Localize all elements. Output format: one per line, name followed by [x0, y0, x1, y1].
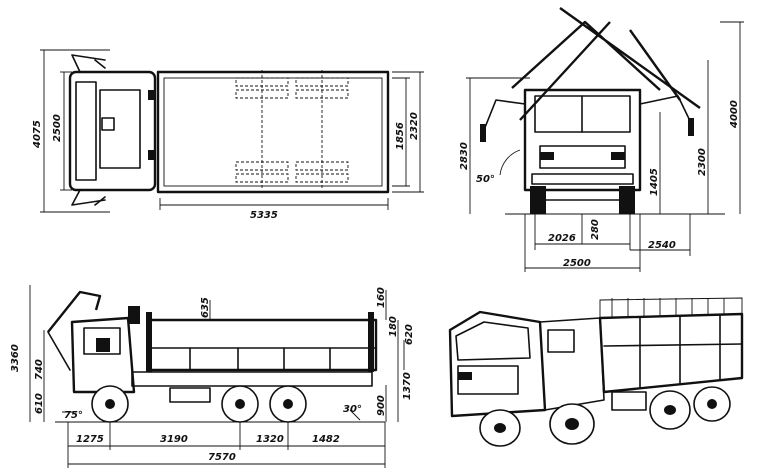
- side-view: 3360 740 610 75° 30° 635 160 180 620 137…: [10, 285, 415, 468]
- dim-wheelbase-front: 3190: [160, 434, 188, 445]
- dim-board-top-right: 160: [376, 287, 387, 308]
- dim-width-total-front: 2500: [563, 258, 591, 269]
- perspective-wheels: [479, 386, 731, 447]
- dim-front-overhang: 1275: [76, 434, 104, 445]
- dim-height-max: 4000: [729, 100, 740, 129]
- cab-plan: [68, 70, 157, 192]
- platform-mesh-top: [599, 297, 743, 319]
- chassis-frame: [131, 371, 373, 387]
- cab-front: [523, 88, 642, 192]
- bumper-front: [531, 173, 634, 185]
- dim-width-total: 4075: [32, 120, 43, 149]
- platform-stakes: [189, 347, 331, 371]
- exhaust-stack: [128, 306, 140, 324]
- dim-platform-outer: 2320: [409, 112, 420, 140]
- dim-length-platform: 5335: [250, 210, 278, 221]
- angle-marks: [62, 409, 361, 421]
- headlight-left: [540, 152, 554, 160]
- mirror-left: [480, 124, 486, 142]
- tipped-platform-outline: [511, 7, 701, 109]
- dim-height-cab-base: 740: [34, 359, 45, 380]
- mirror-arms-plan: [71, 54, 106, 206]
- cab-side-window: [83, 327, 121, 355]
- side-view-dimensions: [29, 285, 405, 468]
- mirrors-plan: [94, 59, 106, 206]
- dim-departure-angle: 30°: [343, 404, 362, 415]
- headlight-right: [611, 152, 625, 160]
- driver-silhouette: [96, 338, 110, 352]
- rear-board-post: [368, 312, 374, 372]
- dim-length-total: 7570: [208, 452, 236, 463]
- front-view: 2830 50° 1405 2300 4000 2026 280 2540 25…: [459, 7, 744, 272]
- cab-perspective: [448, 310, 547, 418]
- dim-platform-height: 1370: [402, 372, 413, 400]
- dim-board-top: 635: [200, 297, 211, 318]
- dim-board-side: 620: [404, 324, 415, 345]
- dim-width-mirrors: 2540: [648, 240, 676, 251]
- dim-height-cab-raised: 3360: [10, 344, 21, 372]
- cab-side: [70, 316, 136, 394]
- front-view-dimensions: [466, 21, 744, 272]
- tipping-angle-arc: [499, 149, 521, 176]
- dim-track: 2026: [548, 233, 576, 244]
- dim-height-frame: 610: [34, 393, 45, 414]
- dim-rear-overhang: 1482: [312, 434, 340, 445]
- top-view: 4075 2500 5335 1856 2320: [32, 49, 424, 221]
- cab-detail-2: [148, 150, 156, 160]
- platform-mesh-hatch: [611, 298, 725, 318]
- platform-slats: [603, 314, 743, 389]
- front-board-post: [146, 312, 152, 372]
- fuel-tank: [169, 387, 211, 403]
- headlight-perspective: [458, 372, 472, 380]
- dim-tipping-angle: 50°: [476, 174, 495, 185]
- dim-rear-overhang-height: 900: [376, 395, 387, 416]
- dim-height-cab: 2830: [459, 142, 470, 170]
- dim-approach-angle: 75°: [64, 410, 83, 421]
- rear-wheels-plan: [235, 70, 349, 190]
- mirror-right: [688, 118, 694, 136]
- cab-roof-plan: [99, 89, 141, 169]
- raised-cab-edge: [47, 331, 71, 371]
- side-wheels: [91, 385, 307, 423]
- perspective-view: [448, 297, 744, 447]
- wheel-front-left: [530, 186, 546, 214]
- dim-height-platform: 1405: [649, 168, 660, 196]
- roof-hatch: [101, 117, 115, 131]
- cab-detail-1: [148, 90, 156, 100]
- cargo-platform-side: [146, 318, 378, 372]
- cab-side-perspective: [539, 317, 605, 411]
- fuel-tank-perspective: [611, 391, 647, 411]
- dim-width-cab: 2500: [52, 114, 63, 142]
- door-window-perspective: [547, 329, 575, 353]
- windshield-perspective: [455, 321, 531, 361]
- dim-board-mid: 180: [388, 316, 399, 337]
- top-view-dimensions: [40, 49, 424, 213]
- windshield-plan: [75, 81, 97, 181]
- cargo-platform-plan: [156, 70, 390, 194]
- raised-cab-outline: [47, 290, 102, 333]
- dim-bogie: 1320: [256, 434, 284, 445]
- mirror-arms-front: [483, 95, 693, 131]
- dim-height-tipped: 2300: [697, 148, 708, 176]
- dim-platform-inner: 1856: [395, 122, 406, 150]
- wheel-front-right: [619, 186, 635, 214]
- dim-ground-clearance: 280: [590, 219, 601, 240]
